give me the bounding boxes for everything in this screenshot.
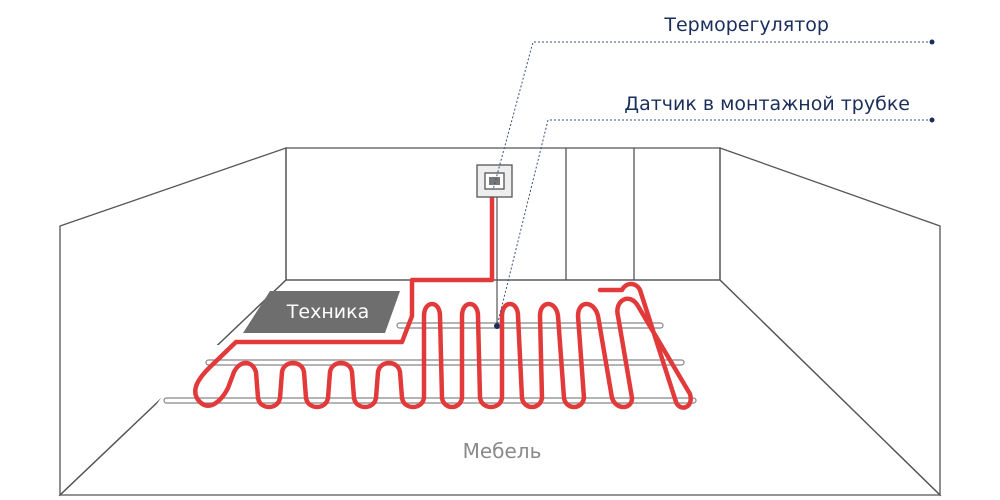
- sensor-label: Датчик в монтажной трубке: [624, 93, 910, 115]
- mounting-rail: [396, 322, 664, 329]
- right-wall: [719, 147, 941, 497]
- furniture-label: Мебель: [463, 439, 542, 463]
- heating-cable: [193, 193, 693, 410]
- thermostat-display: [489, 177, 500, 185]
- appliance-shape: [243, 291, 400, 333]
- sensor-leader: [496, 119, 932, 327]
- thermostat-device: [476, 164, 513, 198]
- floor: [58, 279, 942, 496]
- thermostat-label: Терморегулятор: [663, 14, 829, 36]
- appliance-block: Техника: [243, 291, 400, 333]
- appliance-label: Техника: [286, 301, 369, 323]
- leader-lines: [492, 39, 935, 327]
- sensor-leader-dot: [929, 117, 935, 123]
- thermostat-leader-dot: [929, 39, 935, 45]
- mounting-rail: [205, 359, 685, 366]
- thermostat-leader: [492, 41, 932, 191]
